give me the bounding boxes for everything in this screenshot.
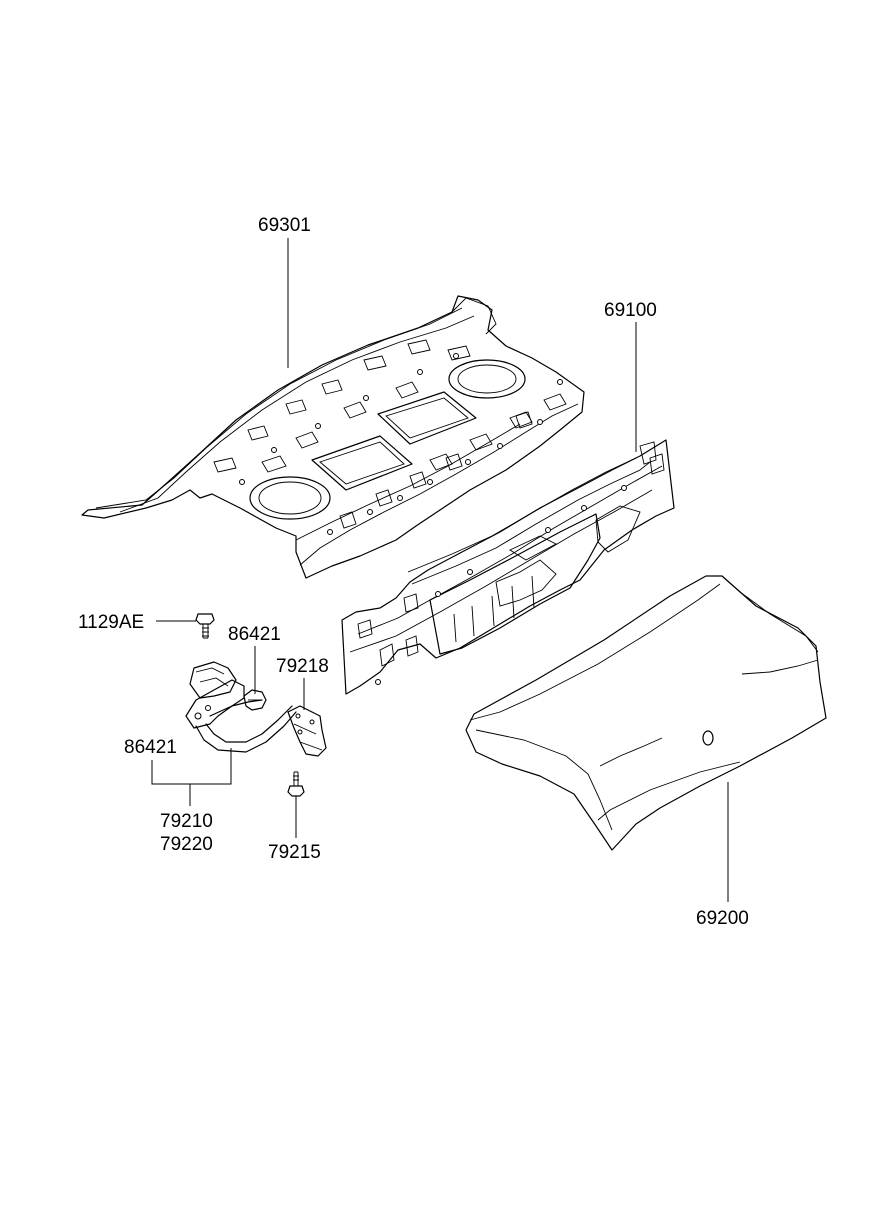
label-69200: 69200 — [696, 908, 749, 929]
bumper-86421-upper — [243, 689, 267, 711]
label-86421-lower: 86421 — [124, 737, 177, 758]
bolt-1129AE — [195, 613, 215, 639]
leader-lines — [151, 238, 729, 902]
label-1129AE: 1129AE — [78, 612, 144, 633]
trunk-lid-69200 — [465, 575, 827, 851]
back-panel-69100 — [341, 439, 675, 695]
parcel-shelf-69301 — [81, 295, 585, 579]
label-79215: 79215 — [268, 842, 321, 863]
label-79210: 79210 — [160, 811, 213, 832]
label-69301: 69301 — [258, 215, 311, 236]
screw-79215 — [287, 771, 305, 797]
label-79220: 79220 — [160, 834, 213, 855]
label-79218: 79218 — [276, 656, 329, 677]
trunk-hinge-79210-79220 — [185, 661, 297, 753]
part-labels: 69301 69100 69200 1129AE 86421 79218 864… — [78, 215, 749, 929]
label-86421-upper: 86421 — [228, 624, 281, 645]
stopper-79218 — [287, 705, 327, 757]
label-69100: 69100 — [604, 300, 657, 321]
